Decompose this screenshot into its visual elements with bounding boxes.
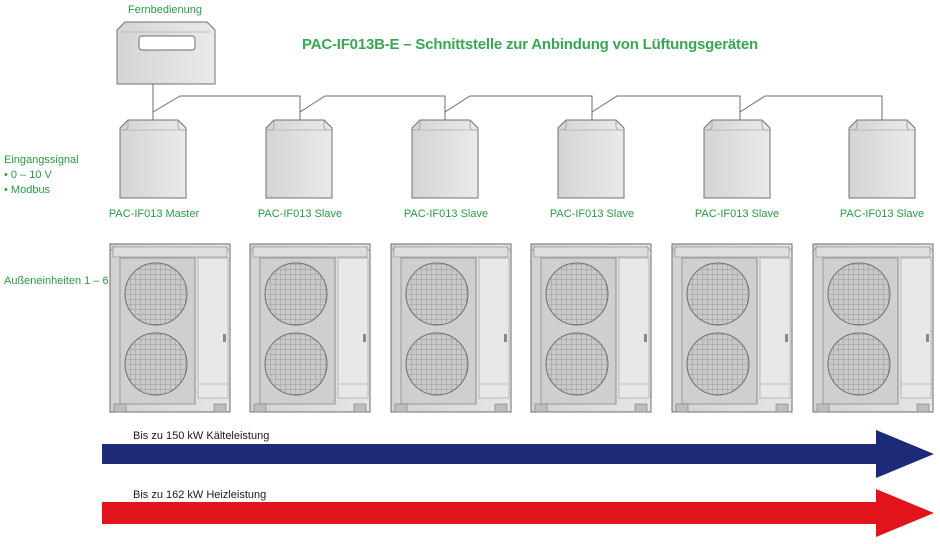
input-signal-item: • 0 – 10 V — [4, 169, 52, 181]
interface-box-icon — [119, 119, 187, 199]
interface-box-icon — [703, 119, 771, 199]
control-wiring — [152, 84, 883, 122]
input-signal-item: • Modbus — [4, 184, 51, 196]
outdoor-unit-icon — [249, 243, 371, 413]
interface-box-icon — [557, 119, 625, 199]
interface-label-slave-1: PAC-IF013 Slave — [257, 208, 343, 220]
interface-label-slave-3: PAC-IF013 Slave — [549, 208, 635, 220]
interface-label-slave-5: PAC-IF013 Slave — [839, 208, 925, 220]
outdoor-unit-icon — [109, 243, 231, 413]
cooling-arrow-label: Bis zu 150 kW Kälteleistung — [133, 430, 270, 442]
outdoor-unit-icon — [671, 243, 793, 413]
interface-box-icon — [265, 119, 333, 199]
interface-label-slave-2: PAC-IF013 Slave — [403, 208, 489, 220]
input-signal-heading: Eingangssignal — [4, 154, 79, 166]
interface-label-slave-4: PAC-IF013 Slave — [694, 208, 780, 220]
outdoor-unit-icon — [812, 243, 934, 413]
outdoor-unit-icon — [530, 243, 652, 413]
input-signal-block: Eingangssignal • 0 – 10 V • Modbus — [4, 153, 79, 198]
outdoor-units-label: Außeneinheiten 1 – 6 — [4, 275, 109, 287]
outdoor-unit-icon — [390, 243, 512, 413]
interface-label-master: PAC-IF013 Master — [108, 208, 200, 220]
interface-box-icon — [848, 119, 916, 199]
heating-arrow-label: Bis zu 162 kW Heizleistung — [133, 489, 267, 501]
interface-box-icon — [411, 119, 479, 199]
cooling-arrow — [102, 430, 934, 478]
heating-arrow — [102, 489, 934, 537]
diagram-title: PAC-IF013B-E – Schnittstelle zur Anbindu… — [302, 36, 758, 53]
remote-label: Fernbedienung — [128, 4, 203, 16]
remote-control-icon — [116, 21, 216, 85]
